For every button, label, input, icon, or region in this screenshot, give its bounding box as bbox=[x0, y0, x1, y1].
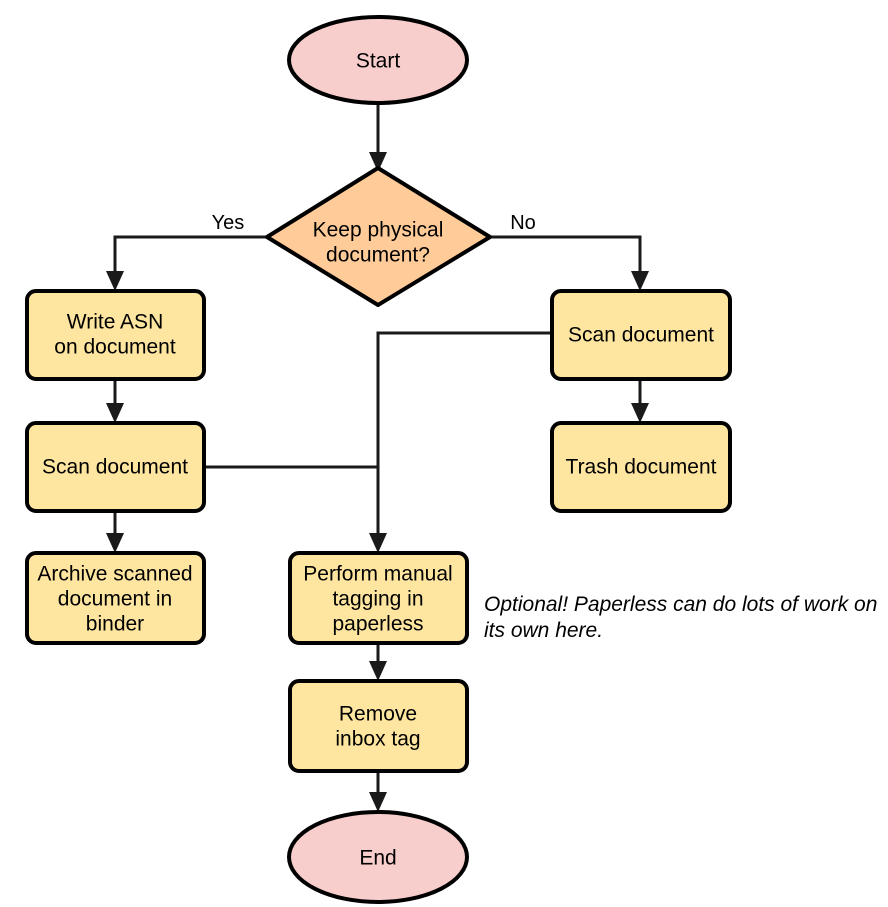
tagging-box-shape bbox=[288, 551, 469, 645]
write-asn-box-shape bbox=[25, 289, 206, 381]
remove-inbox-label-line2: inbox tag bbox=[335, 728, 420, 751]
decision-label-line2: document? bbox=[326, 244, 430, 267]
node-trash-document[interactable]: Trash document bbox=[550, 421, 732, 513]
note-optional-paperless: Optional! Paperless can do lots of work … bbox=[484, 593, 877, 642]
edge-scanright-to-tagging bbox=[369, 331, 552, 553]
edge-decision-no bbox=[490, 235, 649, 291]
end-ellipse-shape bbox=[287, 810, 469, 904]
edge-tagging-to-removeinbox bbox=[369, 643, 387, 681]
decision-diamond-shape bbox=[265, 166, 492, 307]
edge-scanright-to-trash bbox=[631, 379, 649, 423]
node-end[interactable]: End bbox=[287, 810, 469, 904]
edge-start-to-decision bbox=[369, 101, 387, 172]
note-line2: its own here. bbox=[484, 619, 603, 642]
node-perform-manual-tagging[interactable]: Perform manual tagging in paperless bbox=[288, 551, 469, 645]
scan-document-left-box-shape bbox=[25, 421, 206, 513]
tagging-label-line1: Perform manual bbox=[303, 563, 452, 586]
scan-document-right-label: Scan document bbox=[568, 324, 714, 347]
remove-inbox-box-shape bbox=[288, 679, 469, 773]
tagging-label-line3: paperless bbox=[332, 613, 423, 636]
note-line1: Optional! Paperless can do lots of work … bbox=[484, 593, 877, 616]
edge-decision-yes bbox=[106, 235, 267, 291]
node-remove-inbox-tag[interactable]: Remove inbox tag bbox=[288, 679, 469, 773]
decision-label-line1: Keep physical bbox=[313, 219, 444, 242]
trash-document-box-shape bbox=[550, 421, 732, 513]
archive-label-line3: binder bbox=[86, 613, 144, 636]
node-scan-document-left[interactable]: Scan document bbox=[25, 421, 206, 513]
edge-label-no: No bbox=[510, 212, 536, 234]
node-decision-keep-physical-document[interactable]: Keep physical document? bbox=[265, 166, 492, 307]
end-label: End bbox=[359, 847, 396, 870]
start-label: Start bbox=[356, 50, 401, 73]
start-ellipse-shape bbox=[287, 15, 469, 105]
tagging-label-line2: tagging in bbox=[332, 588, 423, 611]
archive-label-line1: Archive scanned bbox=[37, 563, 192, 586]
node-scan-document-right[interactable]: Scan document bbox=[550, 289, 732, 381]
node-write-asn[interactable]: Write ASN on document bbox=[25, 289, 206, 381]
write-asn-label-line2: on document bbox=[54, 336, 176, 359]
scan-document-left-label: Scan document bbox=[42, 456, 188, 479]
edge-writeasn-to-scanleft bbox=[106, 379, 124, 423]
trash-document-label: Trash document bbox=[566, 456, 717, 479]
archive-box-shape bbox=[25, 551, 206, 645]
edge-scanleft-to-archive bbox=[106, 510, 124, 553]
node-start[interactable]: Start bbox=[287, 15, 469, 105]
archive-label-line2: document in bbox=[58, 588, 172, 611]
remove-inbox-label-line1: Remove bbox=[339, 703, 417, 726]
edge-label-yes: Yes bbox=[212, 212, 245, 234]
node-archive-scanned-document[interactable]: Archive scanned document in binder bbox=[25, 551, 206, 645]
write-asn-label-line1: Write ASN bbox=[67, 311, 163, 334]
edge-removeinbox-to-end bbox=[369, 771, 387, 812]
scan-document-right-box-shape bbox=[550, 289, 732, 381]
